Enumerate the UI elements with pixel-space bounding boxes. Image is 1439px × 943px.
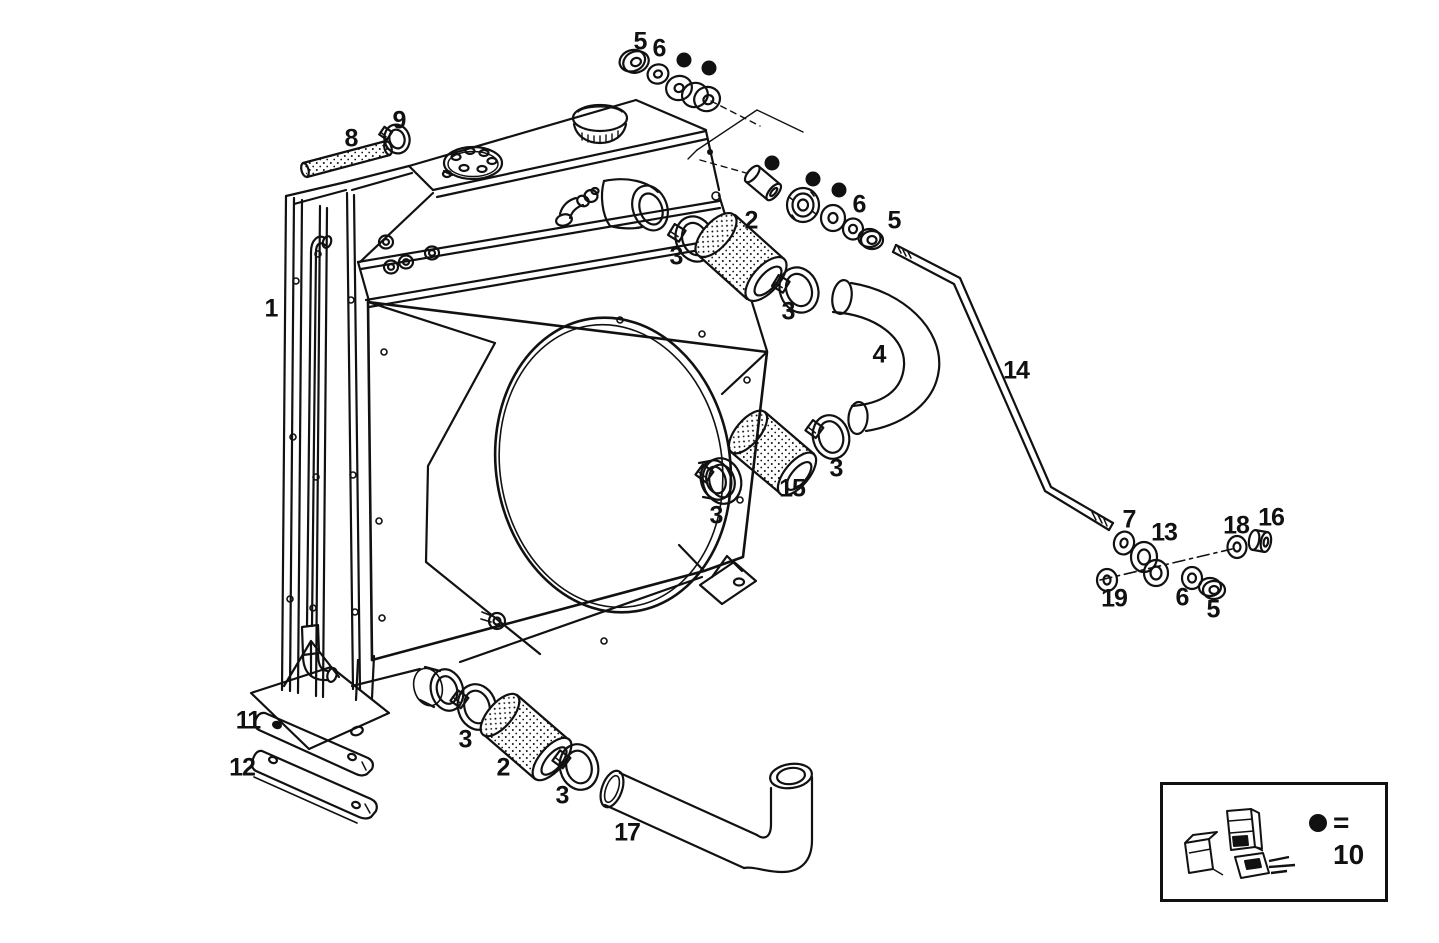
callout-2: 2	[744, 206, 759, 235]
callout-2: 2	[496, 753, 511, 782]
callout-3: 3	[555, 781, 570, 810]
callout-13: 13	[1151, 518, 1178, 547]
quantity-dot	[805, 171, 821, 187]
callout-4: 4	[872, 340, 887, 369]
clamp-13	[1129, 540, 1170, 588]
callout-16: 16	[1258, 503, 1285, 532]
callout-7: 7	[1122, 505, 1137, 534]
callout-1: 1	[264, 294, 279, 323]
washer-18	[1226, 534, 1248, 560]
bottom-outlet-stub	[412, 665, 465, 712]
phantom-bracket-outline	[687, 100, 804, 174]
nut-5-lower	[1197, 576, 1227, 601]
tube-8	[300, 139, 393, 179]
washer-6-top	[646, 63, 670, 85]
hose-clamp-upper-right	[770, 266, 820, 314]
nut-5-top	[618, 48, 650, 74]
callout-15: 15	[779, 474, 806, 503]
clamp-9	[378, 123, 411, 155]
tank-outlet-stub	[600, 178, 669, 232]
access-plate	[441, 145, 504, 181]
hose-sleeve-15	[727, 409, 818, 497]
quantity-dot	[701, 60, 717, 76]
washer-right	[819, 203, 847, 233]
nut-5-right	[857, 227, 885, 251]
tank-bolt-bosses	[377, 234, 441, 275]
legend-box: = 10	[1160, 782, 1388, 902]
callout-3: 3	[781, 297, 796, 326]
callout-5: 5	[1206, 595, 1221, 624]
grommet-top	[680, 81, 722, 113]
callout-17: 17	[614, 818, 641, 847]
callout-18: 18	[1223, 511, 1250, 540]
nut-16	[1247, 528, 1273, 554]
callout-6: 6	[652, 34, 667, 63]
callout-12: 12	[229, 753, 256, 782]
pipe-14	[891, 243, 1115, 532]
hardware-cluster-lower-right	[1095, 528, 1273, 601]
fan-shroud	[350, 300, 769, 688]
shim-strip-11	[253, 711, 374, 777]
washer-7	[1112, 530, 1136, 556]
quantity-dot	[831, 182, 847, 198]
callout-9: 9	[392, 106, 407, 135]
callout-3: 3	[829, 454, 844, 483]
hose-clamp-bottom-right	[551, 743, 600, 791]
hose-4	[831, 279, 941, 436]
washer-6-right	[841, 217, 865, 241]
hose-sleeve-bottom	[479, 692, 573, 782]
foot-bracket-left	[249, 639, 391, 751]
mounting-hardware-top	[618, 48, 722, 113]
assembly-axis-line	[1099, 548, 1233, 581]
filler-cap	[571, 103, 629, 145]
callout-5: 5	[887, 206, 902, 235]
quantity-dot	[676, 52, 692, 68]
legend-quantity-label: = 10	[1333, 807, 1365, 870]
hose-clamp-mid-right	[804, 414, 851, 460]
foot-bracket-right	[698, 554, 758, 606]
grommet-right	[785, 186, 821, 224]
washer-19	[1095, 567, 1119, 593]
pipe-17	[599, 762, 814, 874]
callout-11: 11	[235, 706, 261, 735]
callout-19: 19	[1101, 584, 1128, 613]
callout-6: 6	[852, 190, 867, 219]
packages-illustration-icon	[1184, 808, 1296, 879]
callout-6: 6	[1175, 583, 1190, 612]
quantity-dot	[764, 155, 780, 171]
radiator-side-frame	[280, 180, 362, 699]
drain-fitting	[480, 611, 507, 631]
vent-fitting	[555, 186, 600, 227]
callout-3: 3	[669, 242, 684, 271]
callout-5: 5	[633, 27, 648, 56]
callout-3: 3	[709, 501, 724, 530]
hose-sleeve-upper	[694, 212, 788, 302]
washer-6-lower	[1180, 565, 1204, 591]
callout-3: 3	[458, 725, 473, 754]
spacer-sleeve	[743, 164, 783, 202]
mounting-hardware-right	[743, 164, 885, 251]
shim-strip-12	[250, 749, 378, 824]
callout-14: 14	[1003, 356, 1030, 385]
callout-8: 8	[344, 124, 359, 153]
legend-quantity-dot-icon	[1309, 814, 1327, 832]
